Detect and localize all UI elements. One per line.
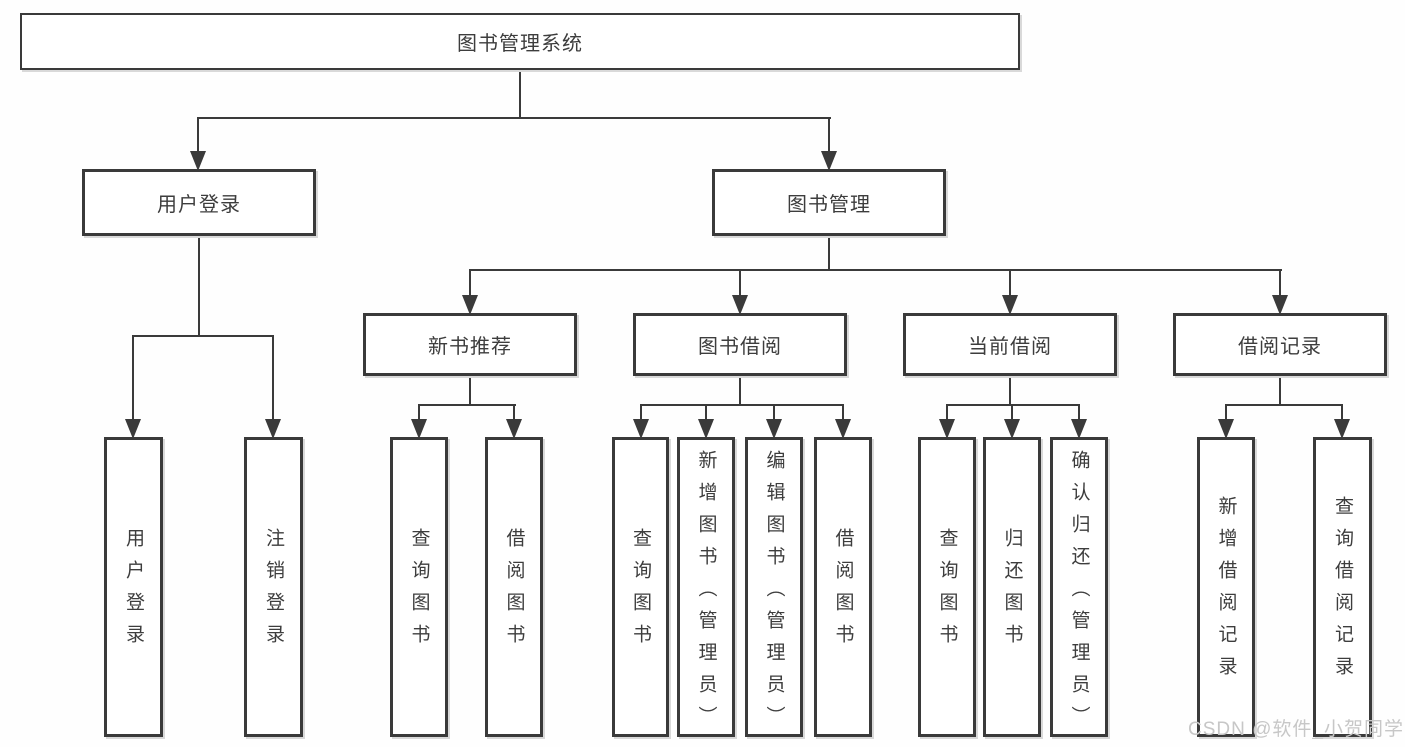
connector-line bbox=[132, 335, 274, 337]
node-new-book-recommendation: 新书推荐 bbox=[363, 313, 577, 376]
node-user-login: 用户登录 bbox=[82, 169, 316, 236]
arrow-down-icon bbox=[506, 419, 522, 439]
connector-line bbox=[1009, 376, 1011, 406]
arrow-down-icon bbox=[1272, 295, 1288, 315]
leaf-current-return-books: 归还图书 bbox=[983, 437, 1041, 737]
connector-line bbox=[197, 117, 199, 152]
leaf-borrow-edit-books-admin: 编辑图书（管理员） bbox=[745, 437, 803, 738]
connector-line bbox=[1279, 376, 1281, 406]
arrow-down-icon bbox=[732, 295, 748, 315]
connector-line bbox=[1341, 404, 1343, 421]
leaf-borrow-query-books: 查询图书 bbox=[612, 437, 669, 737]
connector-line bbox=[842, 404, 844, 421]
connector-line bbox=[1011, 404, 1013, 421]
arrow-down-icon bbox=[766, 419, 782, 439]
arrow-down-icon bbox=[1002, 295, 1018, 315]
arrow-down-icon bbox=[462, 295, 478, 315]
arrow-down-icon bbox=[1218, 419, 1234, 439]
leaf-record-query-borrow-record: 查询借阅记录 bbox=[1313, 437, 1372, 737]
connector-line bbox=[946, 404, 948, 421]
node-book-management: 图书管理 bbox=[712, 169, 946, 236]
leaf-current-query-books: 查询图书 bbox=[918, 437, 976, 737]
arrow-down-icon bbox=[265, 419, 281, 439]
watermark: CSDN @软件_小贺同学 bbox=[1188, 719, 1404, 740]
connector-line bbox=[469, 376, 471, 406]
connector-line bbox=[469, 269, 1282, 271]
leaf-user-login: 用户登录 bbox=[104, 437, 163, 737]
connector-line bbox=[197, 117, 831, 119]
connector-line bbox=[132, 335, 134, 421]
arrow-down-icon bbox=[821, 151, 837, 171]
connector-line bbox=[418, 404, 516, 406]
connector-line bbox=[640, 404, 642, 421]
connector-line bbox=[705, 404, 707, 421]
connector-line bbox=[272, 335, 274, 421]
arrow-down-icon bbox=[698, 419, 714, 439]
arrow-down-icon bbox=[411, 419, 427, 439]
arrow-down-icon bbox=[835, 419, 851, 439]
arrow-down-icon bbox=[633, 419, 649, 439]
connector-line bbox=[418, 404, 420, 421]
node-borrowing-records: 借阅记录 bbox=[1173, 313, 1387, 376]
connector-line bbox=[640, 404, 844, 406]
arrow-down-icon bbox=[1071, 419, 1087, 439]
leaf-borrow-add-books-admin: 新增图书（管理员） bbox=[677, 437, 735, 738]
node-root: 图书管理系统 bbox=[20, 13, 1020, 70]
connector-line bbox=[1078, 404, 1080, 421]
arrow-down-icon bbox=[1004, 419, 1020, 439]
leaf-logout: 注销登录 bbox=[244, 437, 303, 737]
connector-line bbox=[828, 117, 830, 152]
leaf-current-confirm-return-admin: 确认归还（管理员） bbox=[1050, 437, 1108, 738]
connector-line bbox=[513, 404, 515, 421]
leaf-borrow-borrow-books: 借阅图书 bbox=[814, 437, 872, 737]
node-book-borrowing: 图书借阅 bbox=[633, 313, 847, 376]
connector-line bbox=[946, 404, 1080, 406]
connector-line bbox=[519, 69, 521, 118]
connector-line bbox=[739, 269, 741, 297]
arrow-down-icon bbox=[125, 419, 141, 439]
connector-line bbox=[1009, 269, 1011, 297]
connector-line bbox=[773, 404, 775, 421]
connector-line bbox=[469, 269, 471, 297]
connector-line bbox=[828, 236, 830, 271]
connector-line bbox=[1279, 269, 1281, 297]
arrow-down-icon bbox=[939, 419, 955, 439]
connector-line bbox=[1225, 404, 1343, 406]
leaf-record-add-borrow-record: 新增借阅记录 bbox=[1197, 437, 1255, 737]
connector-line bbox=[1225, 404, 1227, 421]
arrow-down-icon bbox=[1334, 419, 1350, 439]
node-current-borrowing: 当前借阅 bbox=[903, 313, 1117, 376]
arrow-down-icon bbox=[190, 151, 206, 171]
leaf-newbook-borrow-books: 借阅图书 bbox=[485, 437, 543, 737]
connector-line bbox=[198, 236, 200, 337]
leaf-newbook-query-books: 查询图书 bbox=[390, 437, 448, 737]
connector-line bbox=[739, 376, 741, 406]
